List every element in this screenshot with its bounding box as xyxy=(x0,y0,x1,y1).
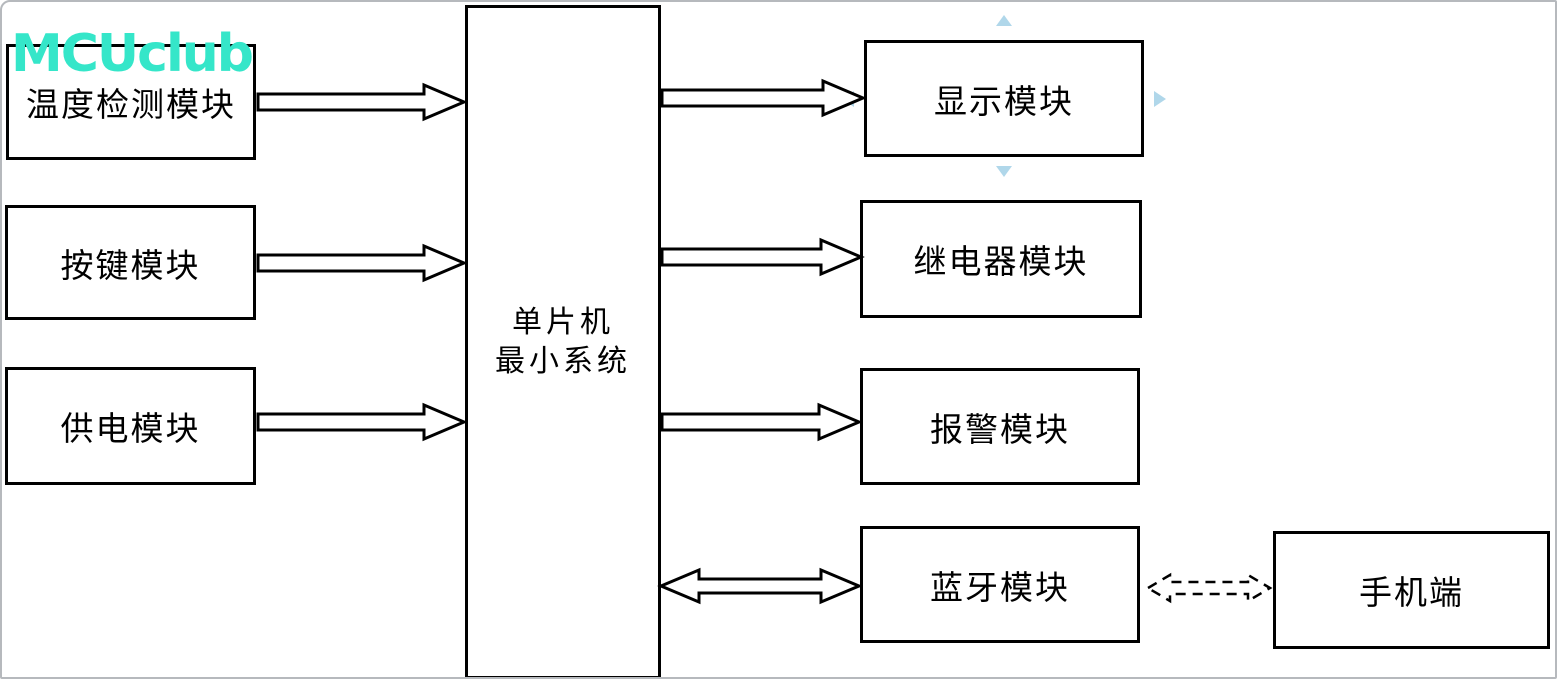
arrow-mcu-to-relay[interactable] xyxy=(660,237,865,277)
arrow-mcu-to-alarm[interactable] xyxy=(660,402,863,442)
bluetooth-module-box[interactable]: 蓝牙模块 xyxy=(860,526,1140,643)
arrow-bluetooth-phone-dashed-bidirectional[interactable] xyxy=(1145,572,1273,604)
selection-handle-down-icon[interactable] xyxy=(996,166,1012,177)
arrow-power-to-mcu[interactable] xyxy=(256,402,468,442)
arrow-mcu-bluetooth-bidirectional[interactable] xyxy=(657,567,863,605)
arrow-mcu-to-display[interactable] xyxy=(660,78,867,118)
selection-handle-right-icon[interactable] xyxy=(1154,91,1166,107)
selection-handle-up-icon[interactable] xyxy=(996,15,1012,26)
relay-module-box[interactable]: 继电器模块 xyxy=(860,200,1142,318)
arrow-temp-to-mcu[interactable] xyxy=(256,82,468,122)
arrow-key-to-mcu[interactable] xyxy=(256,243,468,283)
